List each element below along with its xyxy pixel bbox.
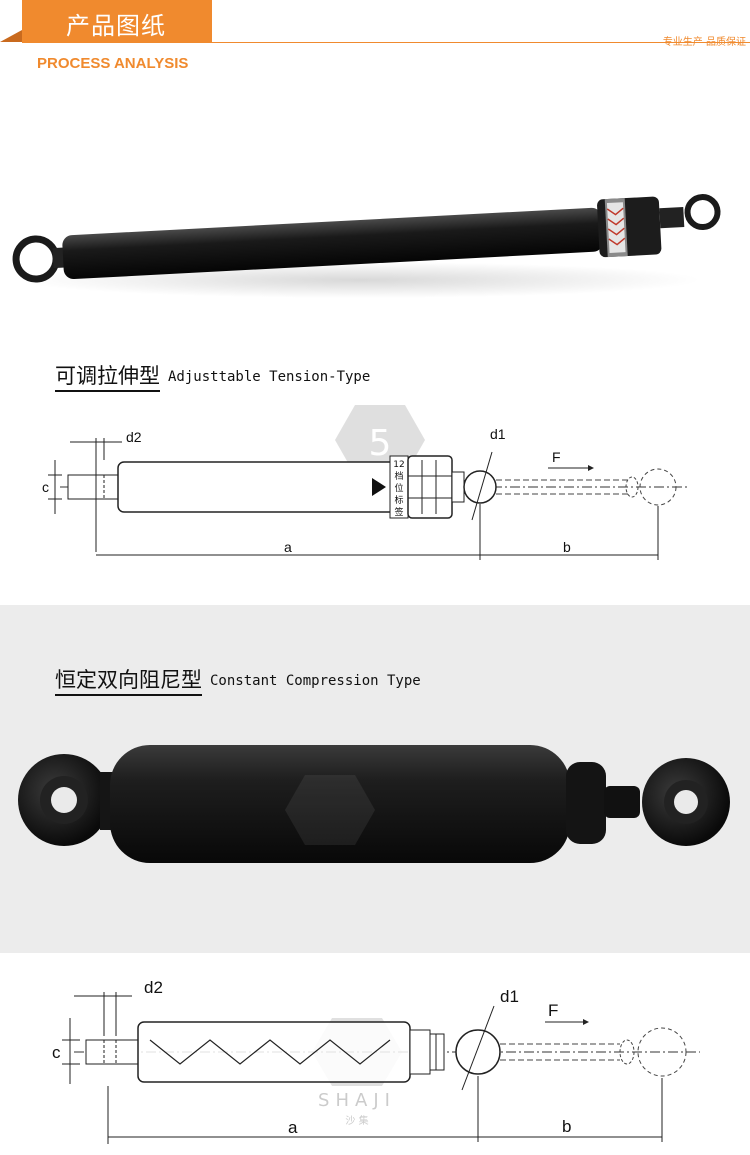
tag-line-1: 12 <box>393 460 404 470</box>
dim2-a-label: a <box>288 1118 298 1137</box>
dim2-c-label: c <box>52 1043 61 1062</box>
adjustable-tension-drawing: 5 SHAJI 12 档 位 标 签 d2 d1 c F a <box>42 405 690 560</box>
dim2-b-label: b <box>562 1117 571 1136</box>
header-tagline: 专业生产 品质保证 <box>662 37 746 48</box>
watermark-text-2: SHAJI <box>318 1090 396 1111</box>
tag-line-3: 位 <box>394 482 403 494</box>
dim-d2-label: d2 <box>126 429 142 445</box>
dim-c-label: c <box>42 479 49 495</box>
header-tab: 产品图纸 <box>22 0 212 42</box>
section1-title: 可调拉伸型 Adjusttable Tension-Type <box>55 360 371 392</box>
section1-title-en: Adjusttable Tension-Type <box>168 369 371 385</box>
svg-text:5: 5 <box>369 423 392 464</box>
dim-a-label: a <box>284 539 292 555</box>
adjustable-shock-photo <box>12 194 721 298</box>
header-tab-title: 产品图纸 <box>66 12 166 40</box>
header-notch <box>0 30 22 42</box>
dim-d1-label: d1 <box>490 426 506 442</box>
tag-line-2: 档 <box>394 470 403 482</box>
compression-shock-photo <box>18 745 730 863</box>
dim2-d1-label: d1 <box>500 987 519 1006</box>
watermark-sub-text: 沙 集 <box>345 1114 368 1127</box>
section2-title: 恒定双向阻尼型 Constant Compression Type <box>55 664 421 696</box>
process-analysis-heading: PROCESS ANALYSIS <box>37 55 189 72</box>
dim-b-label: b <box>563 539 571 555</box>
section1-title-cn: 可调拉伸型 <box>55 364 160 392</box>
force2-f-label: F <box>548 1001 558 1020</box>
header-rule <box>22 42 750 43</box>
dim2-d2-label: d2 <box>144 978 163 997</box>
constant-compression-drawing: SHAJI 沙 集 d2 d1 c F a b <box>52 978 700 1144</box>
force-f-label: F <box>552 449 561 465</box>
tag-line-4: 标 <box>394 494 403 506</box>
tag-line-5: 签 <box>394 506 403 518</box>
section2-title-en: Constant Compression Type <box>210 673 421 689</box>
section2-title-cn: 恒定双向阻尼型 <box>55 668 202 696</box>
